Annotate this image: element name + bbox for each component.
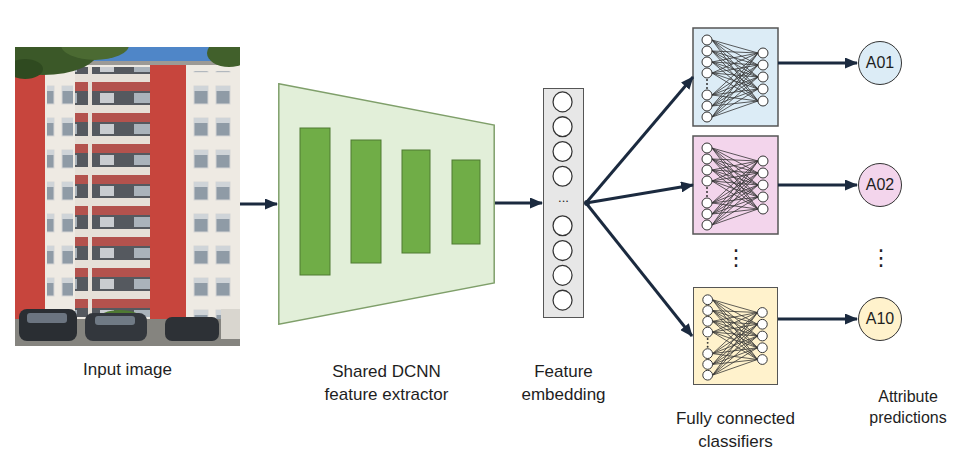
drawing-part bbox=[75, 67, 150, 317]
classifier-box bbox=[693, 136, 778, 234]
attribute-label: A02 bbox=[866, 176, 894, 194]
network-icon bbox=[702, 35, 768, 122]
drawing-part bbox=[150, 61, 186, 327]
ellipsis: ... bbox=[549, 190, 579, 207]
attribute-label: A01 bbox=[866, 54, 894, 72]
drawing-part bbox=[300, 128, 330, 275]
drawing-part bbox=[95, 316, 135, 325]
drawing-part bbox=[85, 313, 147, 341]
attribute-circle: A01 bbox=[858, 41, 902, 85]
drawing-part bbox=[207, 47, 240, 67]
classifier-box bbox=[693, 28, 778, 126]
classifier-box: Fully connected classifiers bbox=[693, 287, 778, 385]
attribute-label: A10 bbox=[866, 310, 894, 328]
drawing-part bbox=[47, 75, 73, 320]
feature-extractor: Shared DCNN feature extractor bbox=[278, 83, 495, 325]
arrow bbox=[586, 77, 693, 203]
attribute-circle: A02 bbox=[858, 163, 902, 207]
connector-arrow bbox=[240, 203, 277, 206]
connector-arrow bbox=[495, 202, 542, 205]
drawing-part bbox=[553, 265, 572, 285]
attribute-circle: A10 bbox=[858, 297, 902, 341]
group-caption: Attribute predictions bbox=[861, 387, 955, 429]
drawing-part bbox=[189, 71, 237, 321]
arrow bbox=[778, 184, 857, 187]
drawing-part bbox=[279, 84, 494, 324]
drawing-part bbox=[165, 317, 219, 341]
arrow bbox=[778, 62, 857, 65]
drawing-part bbox=[27, 313, 67, 323]
node-caption: Fully connected classifiers bbox=[666, 408, 806, 454]
node-caption: Shared DCNN feature extractor bbox=[312, 361, 462, 407]
network-icon bbox=[702, 143, 768, 230]
drawing-part bbox=[15, 69, 45, 327]
drawing-part bbox=[553, 92, 572, 112]
drawing-part bbox=[402, 150, 430, 253]
drawing-part bbox=[553, 166, 572, 186]
drawing-part bbox=[15, 63, 240, 327]
ellipsis: ⋮ bbox=[725, 244, 745, 273]
connector-arrow bbox=[586, 203, 692, 336]
building-photo bbox=[15, 47, 240, 346]
drawing-part bbox=[553, 117, 572, 137]
node-caption: Feature embedding bbox=[512, 361, 616, 407]
drawing-part bbox=[452, 160, 480, 244]
drawing-part bbox=[221, 309, 240, 339]
drawing-part bbox=[15, 47, 240, 346]
ellipsis: ⋮ bbox=[870, 244, 890, 273]
arrow bbox=[586, 185, 693, 203]
drawing-part bbox=[61, 47, 129, 60]
drawing-part bbox=[351, 140, 381, 263]
drawing-part bbox=[553, 290, 572, 310]
drawing-part bbox=[553, 241, 572, 261]
drawing-part bbox=[703, 295, 767, 380]
drawing-part bbox=[15, 59, 43, 79]
drawing-part bbox=[553, 216, 572, 236]
node-caption: Input image bbox=[48, 359, 208, 382]
drawing-part bbox=[19, 309, 77, 341]
extractor-shape bbox=[278, 83, 495, 325]
drawing-part bbox=[553, 142, 572, 162]
input-image: Input image bbox=[15, 47, 240, 346]
network-icon bbox=[694, 288, 777, 384]
connector-arrow bbox=[778, 318, 857, 321]
